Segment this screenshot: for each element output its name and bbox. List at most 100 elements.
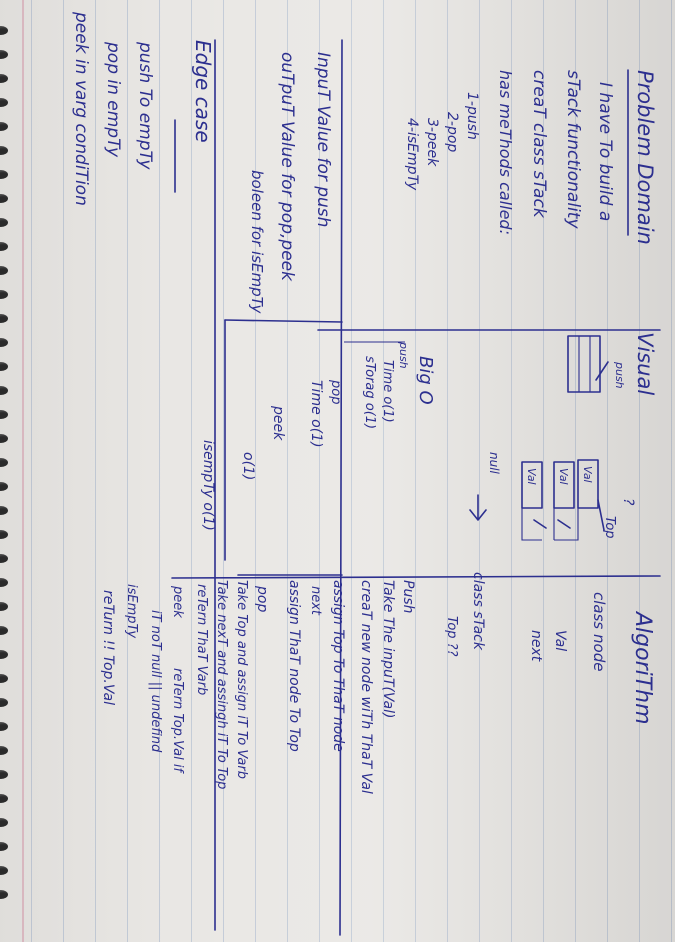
pop-step: Take nexT and assingh iT To Top — [214, 580, 229, 789]
node-next-cells — [521, 508, 579, 541]
stack-field: Top ?? — [444, 616, 459, 657]
spiral-ring — [0, 146, 8, 155]
spiral-ring — [0, 338, 8, 347]
stack-sketch — [567, 335, 601, 393]
problem-line: sTack functionality — [563, 70, 583, 229]
spiral-ring — [0, 26, 8, 35]
edge-line: push To empTy — [135, 41, 155, 170]
spiral-ring — [0, 554, 8, 563]
divider-vertical — [339, 39, 343, 936]
spiral-ring — [0, 434, 8, 443]
spiral-ring — [0, 626, 8, 635]
push-arrow — [595, 361, 609, 381]
spiral-ring — [0, 794, 8, 803]
spiral-ring — [0, 290, 8, 299]
spiral-ring — [0, 866, 8, 875]
node-box — [577, 459, 599, 509]
null-label: null — [487, 452, 501, 475]
spiral-ring — [0, 218, 8, 227]
pop-step: reTern ThaT Varb — [194, 584, 209, 695]
input-line: InpuT Value for push — [313, 52, 333, 227]
spiral-ring — [0, 482, 8, 491]
spiral-ring — [0, 362, 8, 371]
spiral-ring — [0, 650, 8, 659]
node-val: Val — [557, 468, 570, 485]
method-item: 4-isEmpTy — [404, 118, 420, 191]
push-step: assign ThaT node To Top — [286, 580, 302, 752]
class-stack: class sTack — [470, 572, 486, 651]
stack-sketch-lines — [578, 336, 591, 392]
bigo-isempty: isempTy o(1) — [200, 440, 216, 531]
spiral-ring — [0, 410, 8, 419]
algorithm-title: AlgoriThm — [630, 610, 655, 725]
margin-line — [22, 0, 24, 942]
output-line: boleen for isEmpTy — [248, 170, 266, 314]
push-step: creaT new node wiTh ThaT Val — [358, 580, 374, 794]
top-pointer — [597, 499, 605, 531]
spiral-ring — [0, 698, 8, 707]
pop-title: pop — [254, 585, 270, 612]
spiral-ring — [0, 674, 8, 683]
pop-step: Take Top and assign iT To Varb — [234, 580, 249, 779]
push-step: assign Top To ThaT node — [330, 580, 346, 752]
spiral-ring — [0, 578, 8, 587]
node-val: Val — [525, 468, 538, 485]
bigo-pop: pop — [328, 379, 343, 404]
problem-line: I have To build a — [595, 82, 615, 221]
problem-domain-title: Problem Domain — [633, 70, 657, 245]
spiral-ring — [0, 122, 8, 131]
spiral-ring — [0, 266, 8, 275]
spiral-ring — [0, 314, 8, 323]
node-next-arrows — [533, 519, 571, 529]
null-arrow — [469, 494, 487, 521]
output-line: ouTpuT Value for pop,peek — [277, 52, 297, 282]
node-field: next — [528, 630, 544, 662]
node-box — [553, 461, 575, 509]
spiral-ring — [0, 890, 8, 899]
visual-title: Visual — [633, 332, 657, 395]
node-box — [521, 461, 543, 509]
push-label: push — [613, 361, 626, 389]
bigo-push: sTorag o(1) — [362, 356, 377, 429]
spiral-ring — [0, 770, 8, 779]
bigo-title: Big O — [415, 356, 436, 405]
method-item: 3-peek — [424, 118, 440, 167]
spiral-ring — [0, 818, 8, 827]
isempty-step: reTurn !! Top.Val — [100, 590, 116, 705]
push-step: next — [308, 586, 323, 616]
spiral-ring — [0, 74, 8, 83]
spiral-ring — [0, 50, 8, 59]
bigo-peek: o(1) — [240, 452, 256, 480]
spiral-ring — [0, 98, 8, 107]
spiral-ring — [0, 506, 8, 515]
push-step: Take The inpuT(Val) — [380, 580, 396, 718]
push-title: Push — [400, 580, 416, 613]
method-item: 2-pop — [444, 112, 460, 152]
peek-step: reTern Top.Val if — [170, 668, 185, 774]
edge-line: pop in empTy — [103, 41, 123, 158]
bigo-push: push — [397, 341, 410, 369]
peek-title: peek — [170, 585, 185, 618]
divider-visual-algorithm — [171, 575, 661, 579]
edge-case-title: Edge case — [191, 40, 215, 143]
spiral-ring — [0, 602, 8, 611]
peek-step: iT noT null || undefind — [148, 610, 163, 753]
spiral-ring — [0, 170, 8, 179]
spiral-ring — [0, 842, 8, 851]
spiral-ring — [0, 242, 8, 251]
isempty-title: isEmpTy — [124, 584, 139, 638]
bigo-push: Time o(1) — [380, 360, 395, 423]
spiral-ring — [0, 386, 8, 395]
spiral-ring — [0, 530, 8, 539]
top-label: Top — [602, 516, 617, 539]
spiral-ring — [0, 194, 8, 203]
problem-line: creaT class sTack — [529, 70, 549, 219]
method-item: 1-push — [464, 92, 480, 140]
io-box-top — [224, 319, 343, 323]
bigo-pop: Time o(1) — [308, 380, 324, 448]
node-val: Val — [581, 466, 594, 483]
spiral-ring — [0, 722, 8, 731]
node-field: Val — [552, 630, 568, 651]
